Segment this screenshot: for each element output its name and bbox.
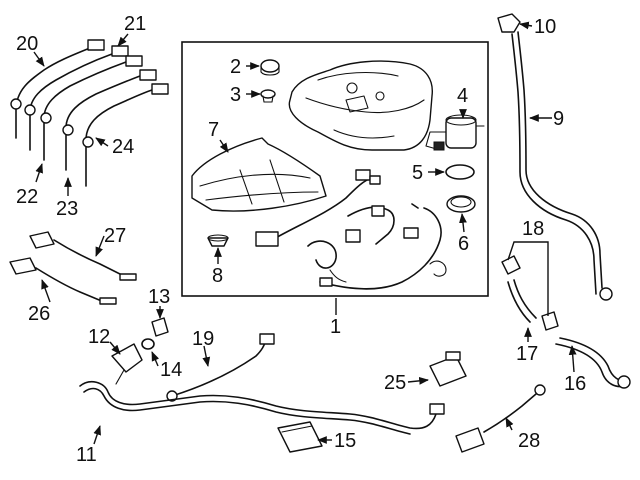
callout-4: 4 xyxy=(457,85,468,107)
nox-sensor-group xyxy=(9,231,137,305)
leader-lines xyxy=(33,21,577,445)
callout-21: 21 xyxy=(124,13,146,35)
callout-24: 24 xyxy=(112,136,134,158)
callout-28: 28 xyxy=(518,430,540,452)
pressure-sensor xyxy=(111,343,143,385)
callout-25: 25 xyxy=(384,372,406,394)
callout-7: 7 xyxy=(208,119,219,141)
clip-part xyxy=(429,260,447,277)
callout-1: 1 xyxy=(330,316,341,338)
callout-27: 27 xyxy=(104,225,126,247)
callout-17: 17 xyxy=(516,343,538,365)
temperature-sensor xyxy=(166,333,275,402)
callout-3: 3 xyxy=(230,84,241,106)
callout-11: 11 xyxy=(76,444,97,466)
purge-hose xyxy=(501,255,537,323)
callout-12: 12 xyxy=(88,326,110,348)
plug-part xyxy=(260,89,276,103)
sensor-clip xyxy=(151,317,169,337)
seal-ring xyxy=(445,164,475,180)
cap-part xyxy=(260,59,280,76)
callout-18: 18 xyxy=(522,218,544,240)
callout-19: 19 xyxy=(192,328,214,350)
callout-6: 6 xyxy=(458,233,469,255)
callout-23: 23 xyxy=(56,198,78,220)
callout-9: 9 xyxy=(553,108,564,130)
grommet xyxy=(207,234,229,247)
fuel-tank xyxy=(288,60,433,151)
callout-10: 10 xyxy=(534,16,556,38)
exhaust-temp-sensor xyxy=(455,384,546,453)
callout-16: 16 xyxy=(564,373,586,395)
fuel-line xyxy=(511,31,613,301)
callout-14: 14 xyxy=(160,359,182,381)
wiring-harness xyxy=(255,169,442,290)
callout-8: 8 xyxy=(212,265,223,287)
heat-shield xyxy=(191,137,327,212)
hose-clamp xyxy=(541,311,559,331)
line-connector xyxy=(497,13,521,33)
vent-hose xyxy=(555,337,631,389)
lock-ring xyxy=(446,195,476,213)
exhaust-line xyxy=(79,380,445,435)
callout-5: 5 xyxy=(412,162,423,184)
callout-20: 20 xyxy=(16,33,38,55)
callout-2: 2 xyxy=(230,56,241,78)
fuel-pump xyxy=(425,114,485,151)
assembly-frame xyxy=(181,41,489,297)
oxygen-sensor-group xyxy=(10,39,169,187)
callout-15: 15 xyxy=(334,430,356,452)
control-module xyxy=(277,421,323,453)
callout-22: 22 xyxy=(16,186,38,208)
vacuum-sensor xyxy=(429,351,467,387)
o-ring xyxy=(141,338,155,350)
callout-26: 26 xyxy=(28,303,50,325)
callout-13: 13 xyxy=(148,286,170,308)
